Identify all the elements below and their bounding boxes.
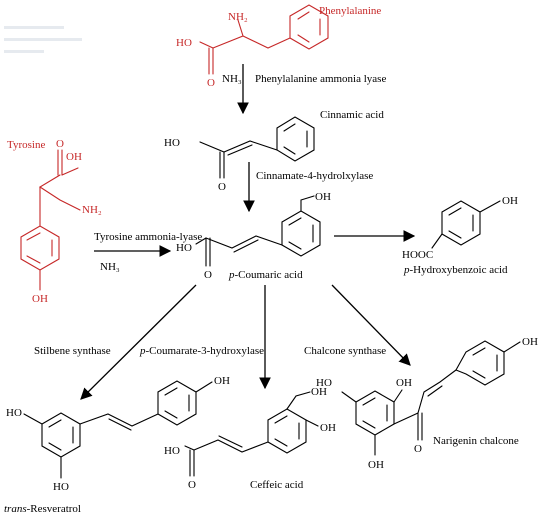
phenylalanine-name: Phenylalanine (319, 5, 381, 17)
p-coumaric-name: p-Coumaric acid (228, 269, 303, 281)
svg-text:O: O (414, 443, 422, 455)
tal-nh3-label: NH₃ (100, 261, 120, 273)
chalcone-oh4-label: OH (522, 336, 538, 348)
p-hydroxybenzoic-name: p-Hydroxybenzoic acid (403, 264, 508, 276)
caffeic-acid-label: HO (164, 445, 180, 457)
phenylalanine-amine-label: NH₂ (228, 11, 248, 23)
trans-resveratrol-structure: HO HO OH trans-Resveratrol (4, 375, 230, 515)
svg-text:O: O (56, 138, 64, 150)
p-hydroxybenzoic-acid-structure: OH HOOC p-Hydroxybenzoic acid (402, 195, 518, 276)
enzyme-chs-label: Chalcone synthase (304, 345, 386, 357)
tyrosine-amine-label: NH₂ (82, 204, 102, 216)
chalcone-oh2-label: OH (396, 377, 412, 389)
arrow-sts (80, 284, 197, 400)
naringenin-chalcone-name: Narigenin chalcone (433, 435, 519, 447)
tyrosine-name: Tyrosine (7, 139, 45, 151)
p-coumaric-acid-structure: OH HO O p-Coumaric acid (176, 191, 331, 281)
caffeic-acid-name: Ceffeic acid (250, 479, 304, 491)
naringenin-chalcone-structure: HO OH OH O OH Narigenin chalcone (316, 336, 538, 471)
tyrosine-structure: Tyrosine OH O NH₂ OH (7, 138, 102, 305)
phenylalanine-structure: NH₂ HO O Phenylalanine (176, 4, 381, 89)
enzyme-c3h-label: p-Coumarate-3-hydroxylase (139, 345, 264, 357)
svg-text:O: O (188, 479, 196, 491)
enzyme-sts-label: Stilbene synthase (34, 345, 111, 357)
svg-text:O: O (218, 181, 226, 193)
caffeic-oh2-label: OH (320, 422, 336, 434)
cinnamic-acid-structure: HO O Cinnamic acid (164, 109, 384, 193)
chalcone-oh3-label: OH (368, 459, 384, 471)
arrow-chs (331, 284, 411, 366)
pal-nh3-label: NH₃ (222, 73, 242, 85)
p-coumaric-phenol-label: OH (315, 191, 331, 203)
svg-text:O: O (204, 269, 212, 281)
cinnamic-acid-label: HO (164, 137, 180, 149)
cinnamic-acid-name: Cinnamic acid (320, 109, 384, 121)
enzyme-c4h-label: Cinnamate-4-hydrolxylase (256, 170, 373, 182)
phenylalanine-acid-label: HO (176, 37, 192, 49)
chalcone-oh1-label: HO (316, 377, 332, 389)
hydroxybenzoic-phenol-label: OH (502, 195, 518, 207)
resveratrol-oh2-label: HO (53, 481, 69, 493)
hydroxybenzoic-acid-label: HOOC (402, 249, 433, 261)
watermark-artefact (4, 26, 82, 53)
p-coumaric-acid-label: HO (176, 242, 192, 254)
caffeic-oh1-label: OH (311, 386, 327, 398)
enzyme-pal-label: Phenylalanine ammonia lyase (255, 73, 386, 85)
enzyme-tal-label: Tyrosine ammonia-lyase (94, 231, 202, 243)
tyrosine-phenol-label: OH (32, 293, 48, 305)
resveratrol-oh1-label: HO (6, 407, 22, 419)
resveratrol-oh3-label: OH (214, 375, 230, 387)
svg-text:O: O (207, 77, 215, 89)
tyrosine-acid-oh-label: OH (66, 151, 82, 163)
trans-resveratrol-name: trans-Resveratrol (4, 503, 81, 515)
caffeic-acid-structure: OH OH HO O Ceffeic acid (164, 386, 336, 491)
